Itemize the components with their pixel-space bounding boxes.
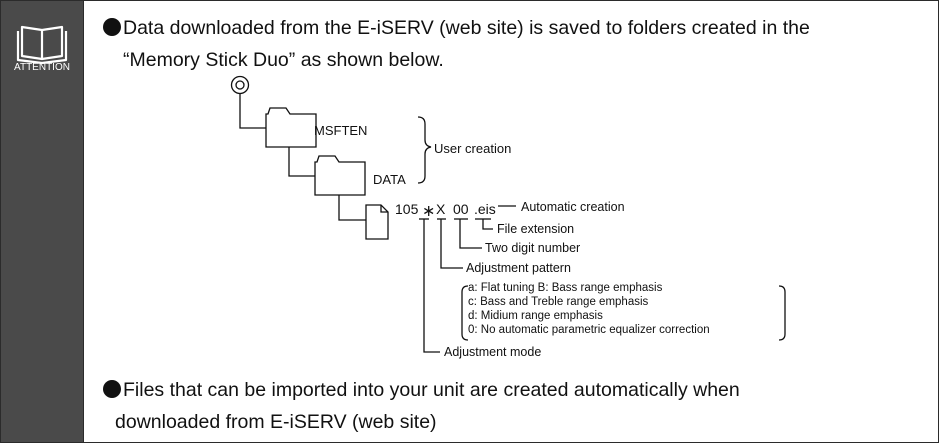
- file-x: X: [436, 201, 446, 217]
- pattern-a-label: a: Flat tuning B: Bass range emphasis: [468, 282, 663, 294]
- file-number: 105: [395, 201, 419, 217]
- attention-label: ATTENTION: [14, 62, 70, 73]
- diagram-line: [459, 219, 482, 249]
- pattern-c-label: c: Bass and Treble range emphasis: [468, 296, 649, 308]
- diagram-line: [778, 285, 786, 341]
- bullet-icon: [103, 18, 121, 36]
- diagram-line: [380, 205, 388, 213]
- file-star: ∗: [422, 203, 435, 220]
- folder-data-label: DATA: [373, 172, 406, 187]
- diagram-line: [338, 195, 366, 221]
- adjustment-pattern-label: Adjustment pattern: [466, 261, 571, 275]
- two-digit-number-label: Two digit number: [485, 241, 580, 255]
- folder-msften-label: MSFTEN: [314, 123, 367, 138]
- root-circle-inner: [235, 80, 245, 90]
- diagram-line: [417, 116, 432, 184]
- diagram-line: [423, 219, 440, 353]
- diagram-line: [239, 94, 266, 129]
- file-digits: 00: [453, 201, 469, 217]
- closing-line-2: downloaded from E-iSERV (web site): [115, 411, 437, 433]
- intro-line-2: “Memory Stick Duo” as shown below.: [123, 49, 444, 71]
- intro-paragraph: Data downloaded from the E-iSERV (web si…: [103, 12, 810, 76]
- user-creation-label: User creation: [434, 141, 511, 156]
- diagram-line: [461, 285, 469, 341]
- folder-icon: [265, 107, 317, 148]
- closing-line-1: Files that can be imported into your uni…: [103, 374, 740, 406]
- pattern-0-label: 0: No automatic parametric equalizer cor…: [468, 324, 710, 336]
- folder-icon: [314, 155, 366, 196]
- closing-paragraph: Files that can be imported into your uni…: [103, 374, 740, 438]
- attention-sidebar: ATTENTION: [1, 1, 84, 442]
- diagram-line: [230, 75, 786, 353]
- bullet-icon: [103, 380, 121, 398]
- file-extension-label: File extension: [497, 222, 574, 236]
- diagram-line: [288, 147, 315, 177]
- diagram-line: [440, 219, 463, 269]
- file-ext: .eis: [474, 201, 496, 217]
- root-circle-outer: [230, 75, 250, 95]
- adjustment-mode-label: Adjustment mode: [444, 345, 541, 359]
- automatic-creation-label: Automatic creation: [521, 200, 625, 214]
- intro-line-1: Data downloaded from the E-iSERV (web si…: [103, 12, 810, 44]
- pattern-d-label: d: Midium range emphasis: [468, 310, 603, 322]
- diagram-line: [482, 219, 493, 230]
- file-icon: [365, 204, 389, 240]
- open-book-icon: [16, 25, 68, 65]
